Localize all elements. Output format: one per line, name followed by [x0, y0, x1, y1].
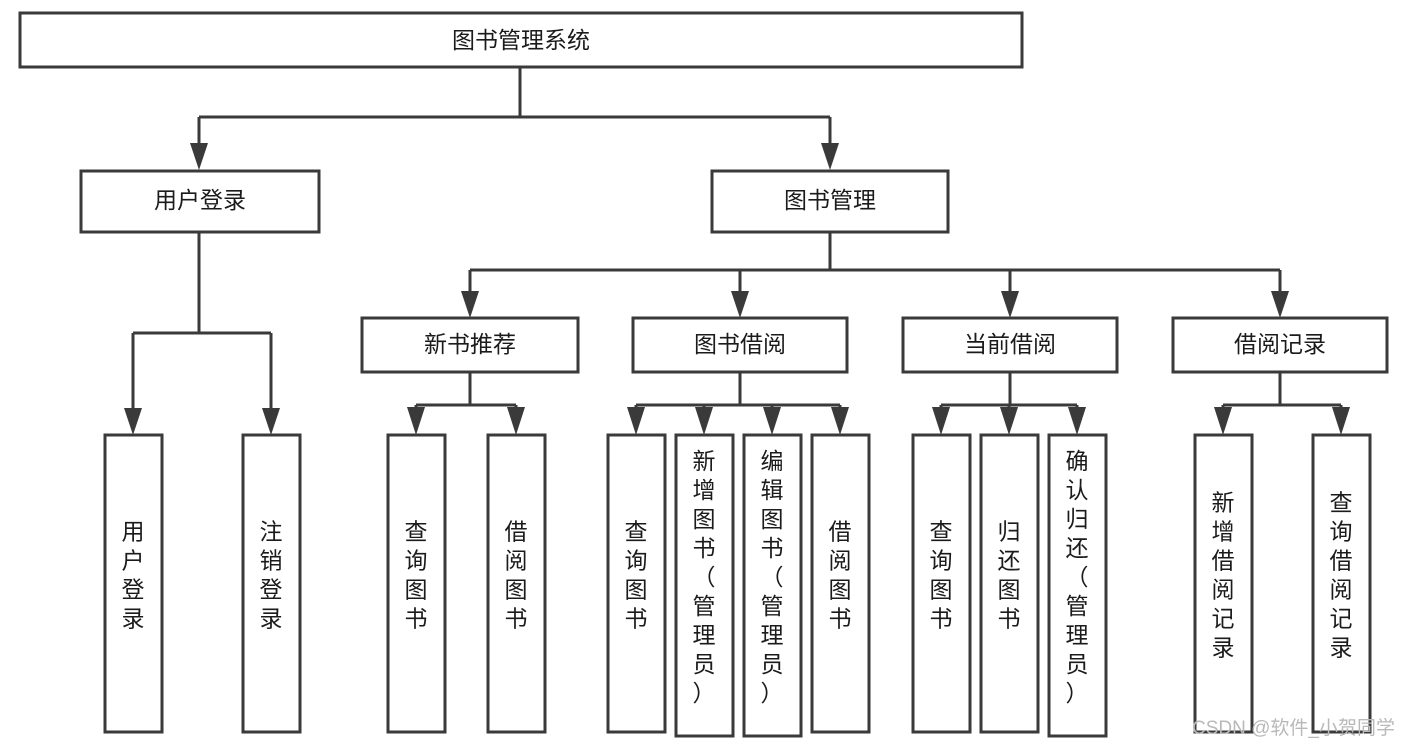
leaf-user-login-login[interactable]: 用户登录 — [103, 433, 164, 734]
arrowhead-to-new-book — [461, 291, 479, 318]
arrowhead-to-current-borrow — [1001, 291, 1019, 318]
node-new-book-recommend-box — [360, 316, 580, 374]
leaf-user-login-logout[interactable]: 注销登录 — [241, 433, 302, 734]
node-book-manage-label: 图书管理 — [784, 187, 876, 213]
leaf-new-book-query[interactable]: 查询图书 — [386, 433, 447, 734]
leaf-user-login-login-box — [103, 433, 164, 734]
leaf-borrow-record-add[interactable]: 新增借阅记录 — [1193, 433, 1254, 734]
node-borrow-record-box — [1171, 316, 1389, 374]
node-book-borrow-box — [631, 316, 849, 374]
leaf-book-borrow-add-label: 新增图书（管理员） — [693, 448, 716, 706]
leaf-new-book-borrow-label: 借阅图书 — [505, 519, 528, 632]
arrowhead-user-login-leaf-1 — [124, 408, 142, 435]
leaf-current-borrow-query[interactable]: 查询图书 — [911, 433, 972, 734]
node-user-login-box — [79, 169, 321, 234]
leaf-borrow-record-add-label: 新增借阅记录 — [1212, 490, 1235, 661]
leaf-borrow-record-query-label: 查询借阅记录 — [1330, 490, 1353, 661]
leaf-book-borrow-query-label: 查询图书 — [625, 519, 648, 632]
leaf-user-login-login-label: 用户登录 — [122, 519, 145, 632]
leaf-new-book-query-label: 查询图书 — [405, 519, 428, 632]
node-root-box — [18, 11, 1024, 69]
leaf-new-book-query-box — [386, 433, 447, 734]
leaf-borrow-record-add-box — [1193, 433, 1254, 734]
arrowhead-book-borrow-leaf-1 — [627, 407, 645, 435]
arrowhead-current-borrow-leaf-2 — [1000, 407, 1018, 435]
node-root[interactable]: 图书管理系统 — [18, 11, 1024, 69]
node-book-manage[interactable]: 图书管理 — [710, 169, 950, 234]
leaf-current-borrow-return-label: 归还图书 — [998, 519, 1021, 632]
leaf-current-borrow-query-box — [911, 433, 972, 734]
node-current-borrow-box — [901, 316, 1119, 374]
arrowhead-current-borrow-leaf-1 — [932, 407, 950, 435]
arrowhead-borrow-record-leaf-1 — [1214, 407, 1232, 435]
leaf-book-borrow-query[interactable]: 查询图书 — [606, 433, 667, 734]
leaf-borrow-record-query[interactable]: 查询借阅记录 — [1311, 433, 1372, 734]
arrowhead-new-book-leaf-1 — [407, 407, 425, 435]
connector-layer — [124, 67, 1350, 435]
arrowhead-book-borrow-leaf-4 — [831, 407, 849, 435]
arrowhead-to-borrow-record — [1271, 291, 1289, 318]
node-user-login-label: 用户登录 — [154, 187, 246, 213]
node-current-borrow-label: 当前借阅 — [964, 331, 1056, 357]
arrowhead-book-borrow-leaf-3 — [763, 407, 781, 435]
leaf-book-borrow-edit-label: 编辑图书（管理员） — [761, 448, 784, 706]
arrowhead-book-borrow-leaf-2 — [695, 407, 713, 435]
leaf-book-borrow-edit[interactable]: 编辑图书（管理员） — [742, 433, 803, 738]
node-new-book-recommend[interactable]: 新书推荐 — [360, 316, 580, 374]
leaf-new-book-borrow-box — [486, 433, 547, 734]
node-user-login[interactable]: 用户登录 — [79, 169, 321, 234]
leaf-borrow-record-query-box — [1311, 433, 1372, 734]
node-book-borrow[interactable]: 图书借阅 — [631, 316, 849, 374]
leaf-user-login-logout-box — [241, 433, 302, 734]
csdn-watermark: CSDN @软件_小贺同学 — [1192, 717, 1395, 739]
leaf-current-borrow-return-box — [979, 433, 1040, 734]
leaf-current-borrow-query-label: 查询图书 — [930, 519, 953, 632]
leaf-book-borrow-borrow[interactable]: 借阅图书 — [810, 433, 871, 734]
arrowhead-to-book-borrow — [731, 291, 749, 318]
leaf-book-borrow-add-box — [674, 433, 735, 738]
leaf-current-borrow-confirm-box — [1047, 433, 1108, 738]
node-book-manage-box — [710, 169, 950, 234]
leaf-current-borrow-confirm[interactable]: 确认归还（管理员） — [1047, 433, 1108, 738]
arrowhead-borrow-record-leaf-2 — [1332, 407, 1350, 435]
node-new-book-recommend-label: 新书推荐 — [424, 331, 516, 357]
node-borrow-record-label: 借阅记录 — [1234, 331, 1326, 357]
arrowhead-user-login-leaf-2 — [262, 408, 280, 435]
arrowhead-to-book-manage — [821, 143, 839, 170]
node-current-borrow[interactable]: 当前借阅 — [901, 316, 1119, 374]
node-book-borrow-label: 图书借阅 — [694, 331, 786, 357]
arrowhead-new-book-leaf-2 — [507, 407, 525, 435]
leaf-book-borrow-borrow-box — [810, 433, 871, 734]
arrowhead-to-user-login — [190, 143, 208, 170]
arrowhead-current-borrow-leaf-3 — [1068, 407, 1086, 435]
leaf-book-borrow-borrow-label: 借阅图书 — [829, 519, 852, 632]
leaf-book-borrow-edit-box — [742, 433, 803, 738]
leaf-book-borrow-query-box — [606, 433, 667, 734]
node-borrow-record[interactable]: 借阅记录 — [1171, 316, 1389, 374]
node-root-label: 图书管理系统 — [452, 27, 590, 53]
leaf-user-login-logout-label: 注销登录 — [260, 519, 283, 632]
leaf-current-borrow-return[interactable]: 归还图书 — [979, 433, 1040, 734]
leaf-book-borrow-add[interactable]: 新增图书（管理员） — [674, 433, 735, 738]
leaf-current-borrow-confirm-label: 确认归还（管理员） — [1066, 448, 1089, 706]
leaf-new-book-borrow[interactable]: 借阅图书 — [486, 433, 547, 734]
